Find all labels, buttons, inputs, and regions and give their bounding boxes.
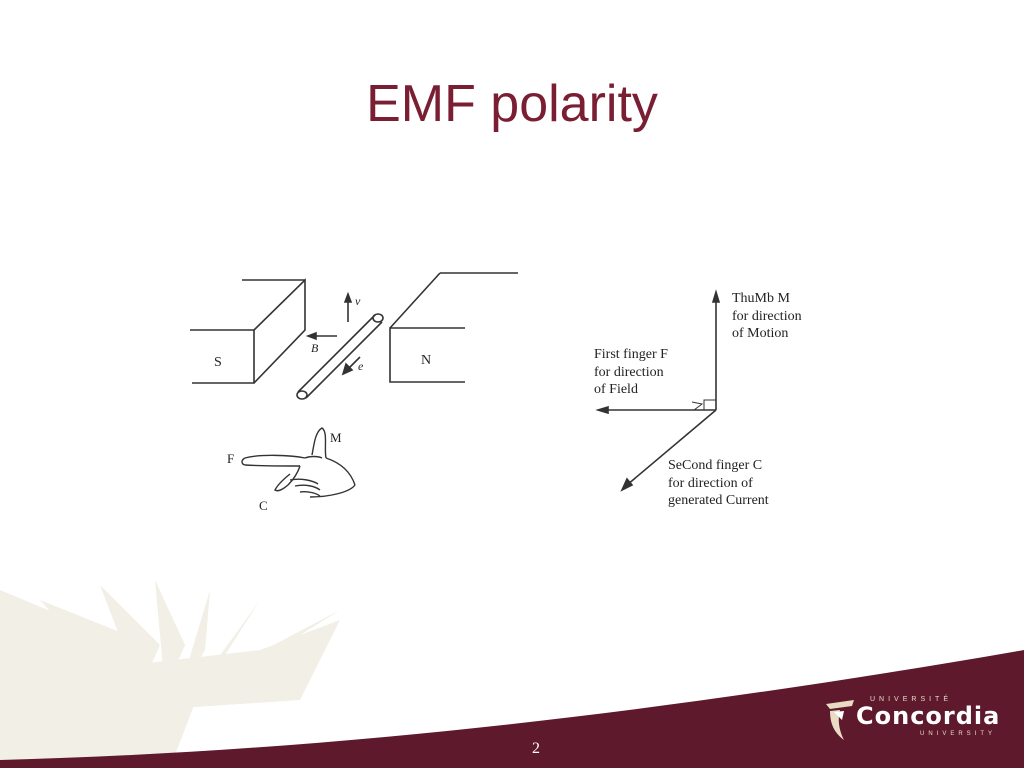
angle-marker: [691, 401, 704, 411]
hand-label-f: F: [227, 451, 234, 466]
logo-top-text: UNIVERSITÉ: [870, 696, 953, 703]
slide-title: EMF polarity: [366, 75, 658, 133]
south-pole-label: S: [214, 355, 222, 370]
svg-text:for direction of: for direction of: [668, 476, 753, 491]
right-angle-marker: [703, 399, 716, 410]
svg-text:ThuMb M: ThuMb M: [732, 291, 791, 306]
logo-main-text: Concordia: [856, 702, 1001, 730]
current-axis-arrow: [620, 409, 717, 492]
hand-label-c: C: [259, 498, 268, 513]
sunburst-watermark: [0, 580, 340, 768]
emf-arrow: [341, 356, 361, 376]
svg-text:SeCond finger C: SeCond finger C: [668, 458, 762, 473]
north-pole-block: [389, 272, 518, 383]
logo-emblem-icon: [826, 700, 854, 740]
svg-text:of Field: of Field: [594, 382, 638, 397]
north-pole-label: N: [421, 353, 431, 368]
south-pole-block: [190, 278, 306, 384]
field-axis-arrow: [595, 405, 716, 415]
motion-axis-arrow: [711, 289, 721, 410]
concordia-logo: UNIVERSITÉ Concordia UNIVERSITY: [820, 690, 1010, 746]
emf-label: e: [358, 359, 364, 373]
page-number: 2: [532, 740, 540, 757]
hand-label-m: M: [330, 430, 342, 445]
logo-bottom-text: UNIVERSITY: [920, 731, 997, 737]
field-arrow: [305, 331, 337, 341]
second-finger-label: SeCond finger C for direction of generat…: [668, 458, 769, 508]
conductor-rod: [296, 313, 384, 400]
svg-text:of Motion: of Motion: [732, 326, 788, 341]
svg-text:for direction: for direction: [732, 309, 802, 324]
footer-band: [0, 650, 1024, 768]
thumb-label: ThuMb M for direction of Motion: [732, 291, 802, 341]
svg-text:generated Current: generated Current: [668, 493, 769, 508]
svg-text:First finger F: First finger F: [594, 347, 668, 362]
hand-drawing: [241, 427, 356, 498]
first-finger-label: First finger F for direction of Field: [594, 347, 668, 397]
field-label: B: [311, 341, 319, 355]
velocity-label: v: [355, 294, 361, 308]
svg-text:for direction: for direction: [594, 365, 664, 380]
velocity-arrow: [343, 291, 353, 322]
